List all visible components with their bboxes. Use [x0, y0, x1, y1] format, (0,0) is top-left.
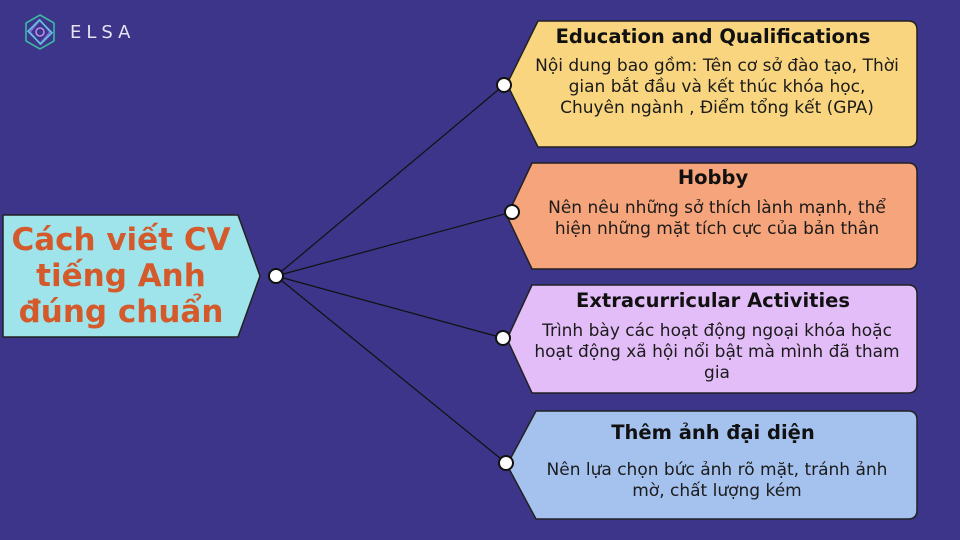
card-title: Education and Qualifications [555, 25, 871, 48]
center-node: Cách viết CV tiếng Anh đúng chuẩn [0, 214, 262, 338]
brand-name: ELSA [70, 21, 136, 43]
connector-extracurricular [275, 275, 504, 339]
card-education-dot [496, 77, 512, 93]
card-education: Education and Qualifications Nội dung ba… [506, 20, 918, 148]
connector-hobby [275, 211, 513, 277]
center-title: Cách viết CV tiếng Anh đúng chuẩn [11, 222, 231, 330]
card-title: Thêm ảnh đại diện [611, 421, 815, 444]
card-title: Extracurricular Activities [576, 289, 850, 312]
card-title: Hobby [677, 166, 749, 189]
elsa-logo-icon [25, 14, 55, 50]
connector-photo [275, 275, 507, 464]
card-body: Trình bày các hoạt động ngoại khóa hoặc … [534, 321, 900, 383]
card-photo: Thêm ảnh đại diện Nên lựa chọn bức ảnh r… [506, 410, 918, 520]
card-body: Nên lựa chọn bức ảnh rõ mặt, tránh ảnh m… [546, 460, 888, 501]
card-hobby: Hobby Nên nêu những sở thích lành mạnh, … [506, 162, 918, 270]
card-extracurricular-dot [495, 330, 511, 346]
connector-education [275, 84, 505, 277]
elsa-logo: ELSA [20, 12, 135, 52]
card-extracurricular: Extracurricular Activities Trình bày các… [506, 284, 918, 394]
card-hobby-dot [504, 204, 520, 220]
center-connector-dot [268, 268, 284, 284]
card-body: Nội dung bao gồm: Tên cơ sở đào tạo, Thờ… [535, 56, 899, 118]
card-body: Nên nêu những sở thích lành mạnh, thể hi… [548, 198, 886, 239]
card-photo-dot [498, 455, 514, 471]
